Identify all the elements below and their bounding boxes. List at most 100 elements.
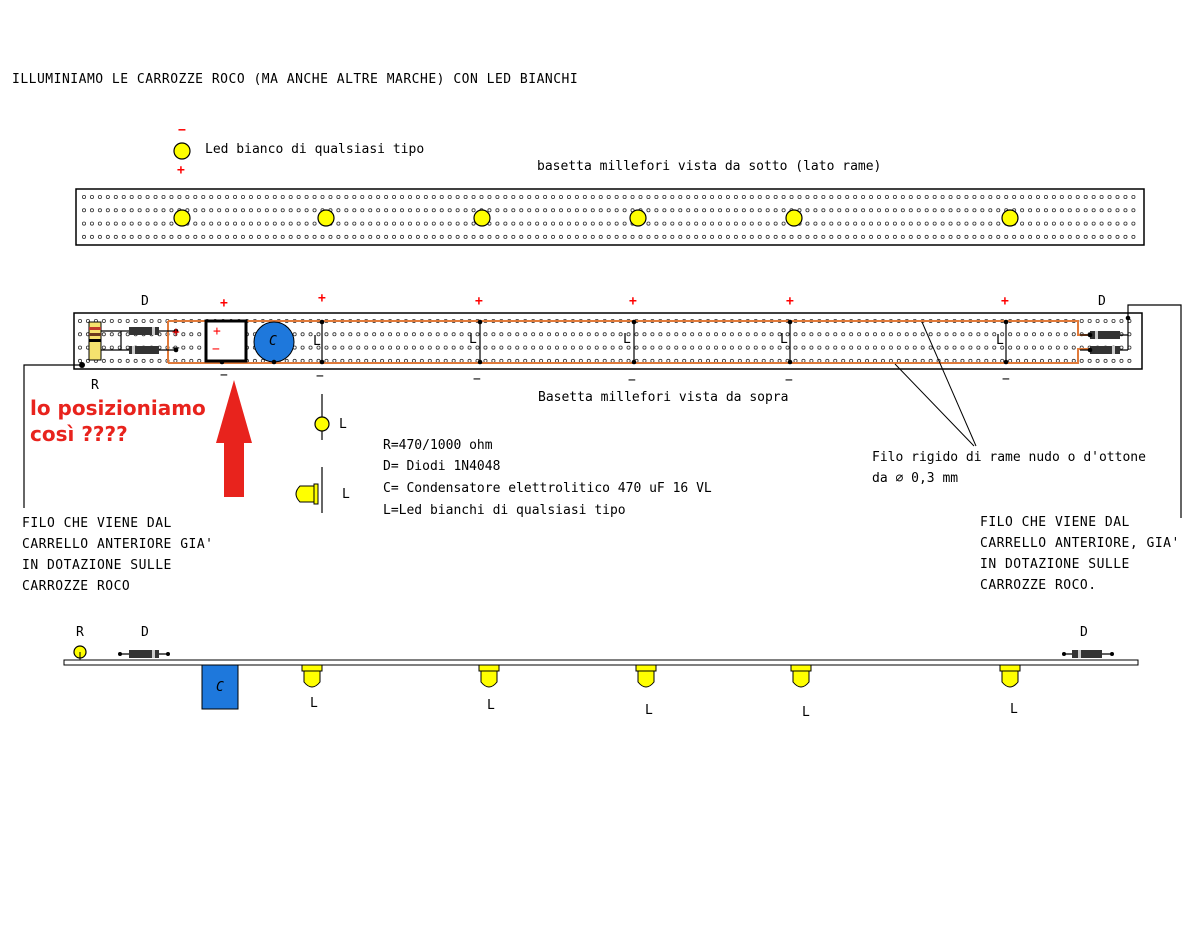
perfboard-hole xyxy=(1123,194,1128,199)
side-resistor-label: R xyxy=(76,625,84,640)
perfboard-hole xyxy=(137,194,142,199)
perfboard-hole xyxy=(1063,332,1068,337)
perfboard-hole xyxy=(467,332,472,337)
perfboard-hole xyxy=(487,208,492,213)
perfboard-hole xyxy=(849,345,854,350)
perfboard-hole xyxy=(1131,234,1136,239)
perfboard-hole xyxy=(614,208,619,213)
perfboard-hole xyxy=(896,345,901,350)
perfboard-hole xyxy=(447,194,452,199)
perfboard-hole xyxy=(773,234,778,239)
perfboard-hole xyxy=(1036,234,1041,239)
perfboard-hole xyxy=(217,234,222,239)
perfboard-hole xyxy=(686,208,691,213)
side-led-flange xyxy=(999,664,1021,672)
perfboard-hole xyxy=(940,208,945,213)
perfboard-hole xyxy=(869,194,874,199)
perfboard-hole xyxy=(833,345,838,350)
perfboard-hole xyxy=(559,194,564,199)
perfboard-hole xyxy=(666,345,671,350)
perfboard-hole xyxy=(399,208,404,213)
perfboard-hole xyxy=(344,208,349,213)
perfboard-hole xyxy=(129,208,134,213)
perfboard-hole xyxy=(1095,358,1100,363)
perfboard-hole xyxy=(678,234,683,239)
perfboard-hole xyxy=(936,345,941,350)
perfboard-hole xyxy=(900,221,905,226)
perfboard-hole xyxy=(1047,345,1052,350)
perfboard-hole xyxy=(161,208,166,213)
perfboard-hole xyxy=(82,221,87,226)
perfboard-hole xyxy=(161,221,166,226)
perfboard-hole xyxy=(916,208,921,213)
perfboard-hole xyxy=(395,345,400,350)
perfboard-hole xyxy=(415,221,420,226)
perfboard-hole xyxy=(1024,345,1029,350)
perfboard-hole xyxy=(857,345,862,350)
perfboard-hole xyxy=(1032,345,1037,350)
perfboard-hole xyxy=(670,194,675,199)
perfboard-hole xyxy=(1028,208,1033,213)
perfboard-hole xyxy=(813,234,818,239)
led-label-legend-2: L xyxy=(342,487,350,502)
perfboard-hole xyxy=(1099,208,1104,213)
perfboard-hole xyxy=(368,208,373,213)
perfboard-hole xyxy=(853,234,858,239)
perfboard-hole xyxy=(694,208,699,213)
perfboard-hole xyxy=(904,332,909,337)
perfboard-hole xyxy=(956,208,961,213)
perfboard-hole xyxy=(590,194,595,199)
plus-sign-5: + xyxy=(786,294,794,309)
perfboard-hole xyxy=(272,208,277,213)
perfboard-hole xyxy=(725,208,730,213)
perfboard-hole xyxy=(527,194,532,199)
perfboard-hole xyxy=(606,221,611,226)
perfboard-hole xyxy=(805,208,810,213)
side-led-flange xyxy=(478,664,500,672)
perfboard-hole xyxy=(614,221,619,226)
perfboard-hole xyxy=(718,194,723,199)
perfboard-hole xyxy=(511,208,516,213)
perfboard-hole xyxy=(296,208,301,213)
perfboard-hole xyxy=(940,234,945,239)
perfboard-hole xyxy=(415,194,420,199)
perfboard-hole xyxy=(332,332,337,337)
perfboard-hole xyxy=(908,194,913,199)
perfboard-hole xyxy=(535,221,540,226)
perfboard-hole xyxy=(503,234,508,239)
perfboard-hole xyxy=(435,345,440,350)
perfboard-hole xyxy=(694,194,699,199)
perfboard-hole xyxy=(519,194,524,199)
perfboard-hole xyxy=(988,208,993,213)
perfboard-hole xyxy=(725,234,730,239)
perfboard-hole xyxy=(606,234,611,239)
perfboard-hole xyxy=(264,208,269,213)
perfboard-hole xyxy=(427,345,432,350)
perfboard-hole xyxy=(956,221,961,226)
perfboard-hole xyxy=(455,234,460,239)
perfboard-hole xyxy=(233,234,238,239)
perfboard-hole xyxy=(423,208,428,213)
perfboard-hole xyxy=(296,221,301,226)
perfboard-hole xyxy=(884,208,889,213)
perfboard-hole xyxy=(654,234,659,239)
perfboard-hole xyxy=(193,208,198,213)
perfboard-hole xyxy=(137,234,142,239)
perfboard-hole xyxy=(240,234,245,239)
perfboard-hole xyxy=(105,221,110,226)
perfboard-hole xyxy=(996,208,1001,213)
perfboard-hole xyxy=(1055,332,1060,337)
perfboard-hole xyxy=(721,332,726,337)
perfboard-hole xyxy=(1071,332,1076,337)
perfboard-hole xyxy=(698,345,703,350)
perfboard-hole xyxy=(590,221,595,226)
perfboard-hole xyxy=(670,221,675,226)
perfboard-hole xyxy=(896,332,901,337)
perfboard-hole xyxy=(1091,194,1096,199)
perfboard-hole xyxy=(853,194,858,199)
perfboard-hole xyxy=(177,234,182,239)
perfboard-hole xyxy=(511,194,516,199)
perfboard-hole xyxy=(821,208,826,213)
perfboard-hole xyxy=(729,345,734,350)
perfboard-hole xyxy=(503,221,508,226)
